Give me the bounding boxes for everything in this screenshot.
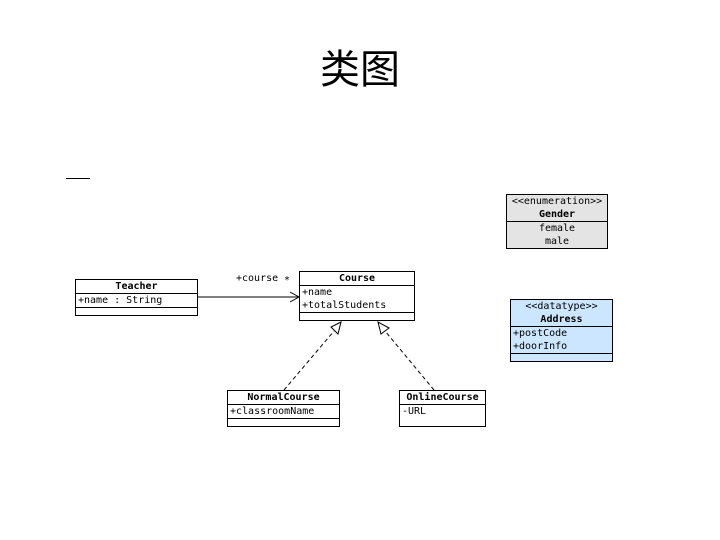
class-attribute: +postCode — [513, 328, 568, 339]
generalization-arrowhead — [377, 321, 390, 335]
class-attribute: -URL — [402, 406, 427, 417]
class-attribute: +name — [302, 287, 333, 298]
generalization-line[interactable] — [384, 330, 435, 391]
class-name: Teacher — [76, 279, 197, 294]
association-multiplicity: * — [284, 275, 291, 286]
class-normal-course[interactable]: NormalCourse +classroomName — [227, 390, 340, 427]
class-stereotype: <<datatype>> — [525, 301, 598, 312]
generalization-arrowhead — [330, 321, 342, 335]
class-online-course[interactable]: OnlineCourse -URL — [399, 390, 486, 427]
enum-literal: male — [544, 236, 570, 247]
association-role-label: +course — [236, 273, 279, 284]
slide-title: 类图 — [320, 47, 400, 93]
class-attribute: +classroomName — [230, 406, 315, 417]
class-name: Address — [511, 313, 612, 327]
class-attribute: +name : String — [78, 295, 163, 306]
class-name: OnlineCourse — [400, 391, 485, 405]
class-teacher[interactable]: Teacher +name : String — [75, 279, 198, 316]
class-attribute: +totalStudents — [302, 300, 387, 311]
generalization-line[interactable] — [283, 330, 335, 391]
class-name: NormalCourse — [228, 391, 339, 405]
class-name: Course — [300, 272, 414, 286]
enum-literal: female — [538, 223, 576, 234]
dash-mark — [66, 178, 90, 179]
class-attribute: +doorInfo — [513, 341, 568, 352]
datatype-address[interactable]: <<datatype>> Address +postCode +doorInfo — [510, 299, 613, 362]
class-stereotype: <<enumeration>> — [511, 196, 603, 207]
class-course[interactable]: Course +name +totalStudents — [299, 271, 415, 321]
association-arrowhead — [289, 291, 301, 303]
enumeration-gender[interactable]: <<enumeration>> Gender female male — [506, 194, 608, 249]
class-name: Gender — [507, 208, 607, 222]
